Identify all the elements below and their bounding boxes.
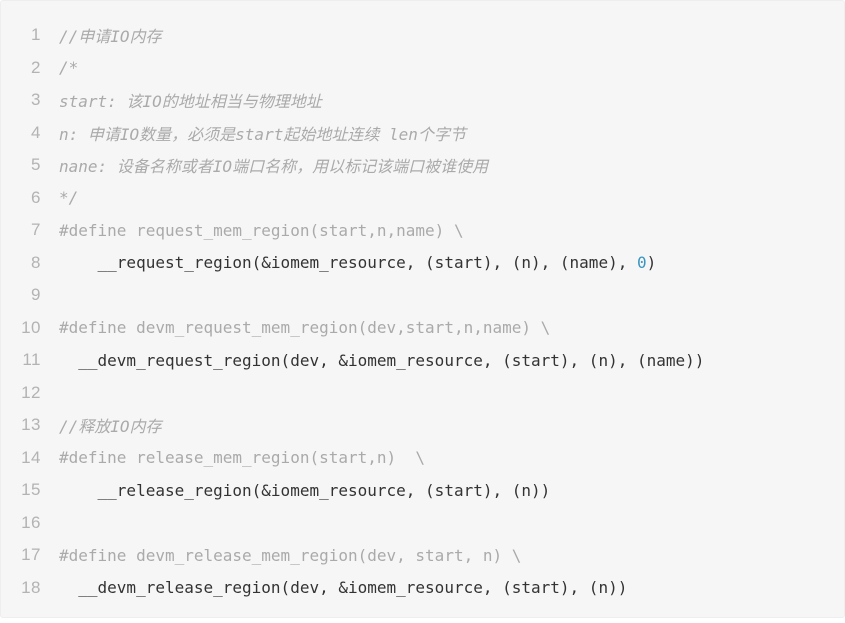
line-code: #define request_mem_region(start,n,name)… [41, 221, 464, 240]
line-number: 9 [31, 285, 41, 305]
line-code: __devm_request_region(dev, &iomem_resour… [41, 351, 704, 370]
code-token: nane: 设备名称或者IO端口名称，用以标记该端口被谁使用 [59, 157, 489, 177]
code-line: 17 #define devm_release_mem_region(dev, s… [1, 539, 844, 572]
line-number: 5 [31, 155, 41, 175]
line-code: //申请IO内存 [41, 23, 162, 47]
code-token: n: 申请IO数量，必须是start起始地址连续 len个字节 [59, 124, 466, 144]
code-line: 11 __devm_request_region(dev, &iomem_res… [1, 344, 844, 377]
line-code: __request_region(&iomem_resource, (start… [41, 253, 657, 273]
line-number: 8 [31, 252, 41, 272]
code-token: #define devm_release_mem_region(dev, sta… [59, 545, 522, 565]
line-code: #define devm_release_mem_region(dev, sta… [41, 546, 521, 565]
line-number: 10 [21, 317, 41, 337]
code-line: 5 nane: 设备名称或者IO端口名称，用以标记该端口被谁使用 [1, 149, 844, 182]
line-code: nane: 设备名称或者IO端口名称，用以标记该端口被谁使用 [41, 153, 488, 177]
code-line: 3 start: 该IO的地址相当与物理地址 [1, 84, 844, 117]
line-number: 15 [21, 480, 41, 500]
code-token: __release_region(&iomem_resource, (start… [59, 480, 551, 500]
code-line: 2 /* [1, 52, 844, 85]
code-token: #define release_mem_region(start,n) \ [59, 448, 426, 468]
line-code: //释放IO内存 [41, 413, 162, 437]
code-line: 8 __request_region(&iomem_resource, (sta… [1, 247, 844, 280]
code-line: 9 [1, 279, 844, 312]
code-token: 0 [636, 253, 647, 273]
line-number: 6 [31, 187, 41, 207]
line-code: __devm_release_region(dev, &iomem_resour… [41, 578, 627, 597]
code-token: __request_region(&iomem_resource, (start… [59, 253, 637, 273]
line-number: 16 [21, 512, 41, 532]
code-line: 13 //释放IO内存 [1, 409, 844, 442]
code-token: */ [59, 188, 79, 208]
line-code: #define release_mem_region(start,n) \ [41, 448, 425, 467]
code-token: ) [646, 253, 657, 273]
code-line: 1 //申请IO内存 [1, 19, 844, 52]
code-token: //释放IO内存 [59, 417, 162, 437]
line-number: 2 [31, 57, 41, 77]
line-code: n: 申请IO数量，必须是start起始地址连续 len个字节 [41, 121, 466, 145]
code-line: 15 __release_region(&iomem_resource, (st… [1, 474, 844, 507]
line-code: */ [41, 188, 78, 207]
line-code: start: 该IO的地址相当与物理地址 [41, 88, 322, 112]
line-code: #define devm_request_mem_region(dev,star… [41, 318, 550, 337]
code-token: #define devm_request_mem_region(dev,star… [59, 318, 551, 338]
line-number: 13 [21, 415, 41, 435]
line-code: /* [41, 58, 78, 77]
line-number: 3 [31, 90, 41, 110]
code-line: 7 #define request_mem_region(start,n,name… [1, 214, 844, 247]
code-token: start: 该IO的地址相当与物理地址 [59, 92, 322, 112]
code-token: #define request_mem_region(start,n,name)… [59, 220, 464, 240]
code-line: 14 #define release_mem_region(start,n) \ [1, 442, 844, 475]
code-token: __devm_request_region(dev, &iomem_resour… [59, 350, 705, 370]
code-token: /* [59, 58, 79, 78]
code-line: 16 [1, 507, 844, 540]
line-code: __release_region(&iomem_resource, (start… [41, 480, 551, 500]
code-token: __devm_release_region(dev, &iomem_resour… [59, 578, 628, 598]
line-number: 11 [22, 350, 41, 370]
code-line: 12 [1, 377, 844, 410]
code-line: 18 __devm_release_region(dev, &iomem_res… [1, 572, 844, 605]
code-line: 10 #define devm_request_mem_region(dev,st… [1, 312, 844, 345]
code-line: 6 */ [1, 182, 844, 215]
line-number: 4 [31, 122, 41, 142]
line-number: 14 [21, 447, 41, 467]
line-number: 17 [21, 545, 41, 565]
line-number: 18 [21, 577, 41, 597]
code-line: 4 n: 申请IO数量，必须是start起始地址连续 len个字节 [1, 117, 844, 150]
line-number: 12 [21, 382, 41, 402]
code-token: //申请IO内存 [59, 27, 162, 47]
line-number: 7 [31, 220, 41, 240]
line-number: 1 [31, 25, 41, 45]
